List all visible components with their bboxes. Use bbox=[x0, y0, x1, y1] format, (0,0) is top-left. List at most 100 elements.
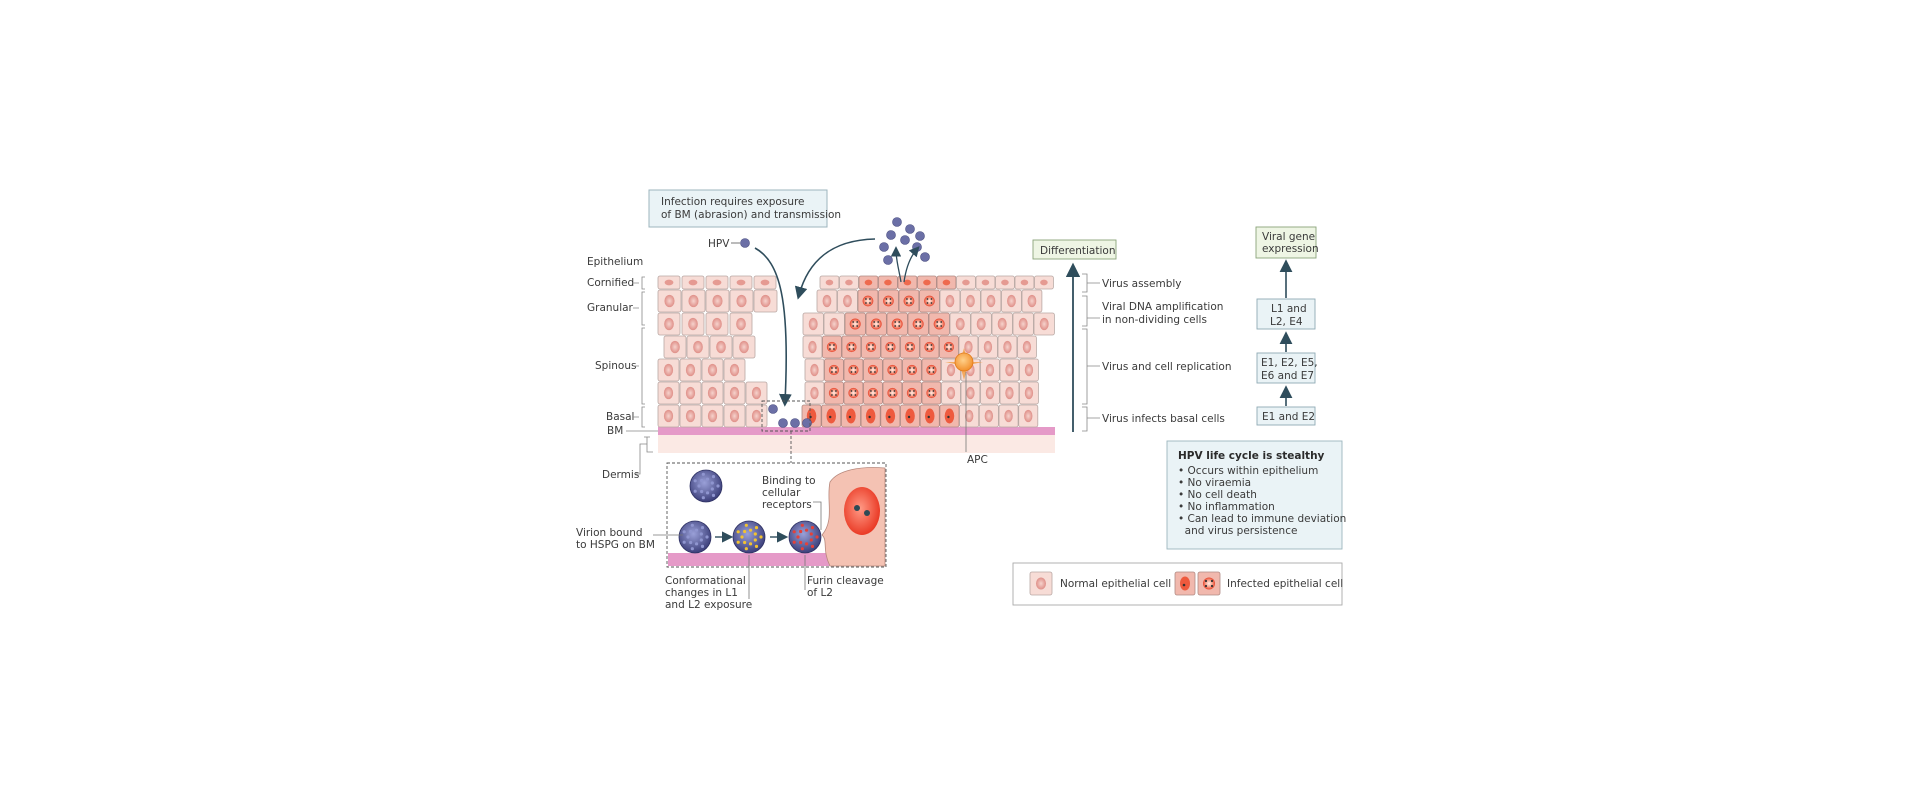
normal-cell bbox=[723, 404, 746, 428]
normal-cell bbox=[681, 289, 706, 313]
infection-note-line2: of BM (abrasion) and transmission bbox=[661, 209, 841, 221]
normal-cell bbox=[705, 275, 729, 290]
infected-basal-cell bbox=[919, 404, 940, 428]
hpv-entry-arrow bbox=[754, 247, 792, 407]
stealth-title: HPV life cycle is stealthy bbox=[1178, 450, 1325, 462]
normal-cell bbox=[753, 289, 778, 313]
virion-icon bbox=[900, 235, 910, 245]
stage-infects-basal: Virus infects basal cells bbox=[1102, 413, 1225, 425]
normal-cell bbox=[1021, 289, 1043, 313]
infected-cell bbox=[928, 312, 950, 336]
normal-cell bbox=[802, 335, 823, 359]
infected-cell bbox=[841, 335, 862, 359]
normal-cell bbox=[701, 358, 724, 382]
gene-box-initial: E1 and E2 bbox=[1256, 406, 1316, 426]
inset-conformational-line1: Conformational bbox=[665, 575, 746, 587]
normal-cell bbox=[978, 335, 998, 359]
normal-cell bbox=[657, 381, 680, 405]
release-arrow-right bbox=[903, 246, 920, 283]
infected-cell bbox=[878, 275, 898, 290]
normal-cell bbox=[705, 312, 729, 336]
cleaved-virion-icon bbox=[788, 520, 822, 554]
gene-box-initial-line1: E1 and E2 bbox=[1262, 411, 1315, 423]
infected-cell bbox=[863, 381, 883, 405]
virion-icon bbox=[879, 242, 889, 252]
free-virion-icon bbox=[689, 469, 723, 503]
normal-cell bbox=[679, 381, 702, 405]
inset-furin-line1: Furin cleavage bbox=[807, 575, 884, 587]
gene-box-late-line2: L2, E4 bbox=[1270, 316, 1303, 328]
infected-cell bbox=[898, 289, 920, 313]
dermis-band bbox=[658, 435, 1055, 453]
normal-cell bbox=[745, 404, 768, 428]
infected-cell bbox=[865, 312, 887, 336]
basement-membrane bbox=[658, 427, 1055, 435]
normal-cell bbox=[1034, 275, 1054, 290]
infected-basal-cell bbox=[860, 404, 881, 428]
infected-cell bbox=[900, 335, 920, 359]
infected-cell bbox=[921, 358, 942, 382]
differentiation-label: Differentiation bbox=[1040, 245, 1115, 257]
normal-cell bbox=[949, 312, 971, 336]
normal-cell bbox=[959, 404, 980, 428]
normal-cell bbox=[837, 289, 858, 313]
normal-cell bbox=[753, 275, 777, 290]
gene-box-early-line2: E6 and E7 bbox=[1261, 370, 1314, 382]
infected-cell bbox=[882, 358, 903, 382]
virion-icon bbox=[915, 231, 925, 241]
infected-cell bbox=[886, 312, 908, 336]
infected-cell bbox=[844, 312, 866, 336]
normal-cell bbox=[804, 358, 825, 382]
infected-cell bbox=[897, 275, 918, 290]
infected-cell bbox=[902, 381, 922, 405]
bound-virion-icon bbox=[678, 520, 712, 554]
normal-cell bbox=[980, 289, 1002, 313]
normal-cell bbox=[1001, 289, 1022, 313]
infected-cell bbox=[863, 358, 883, 382]
normal-cell bbox=[802, 312, 824, 336]
normal-cell bbox=[657, 404, 680, 428]
infected-cell bbox=[824, 358, 844, 382]
infected-cell bbox=[917, 275, 937, 290]
legend-infected-cell-icon-1 bbox=[1174, 571, 1196, 596]
infected-cell bbox=[921, 381, 942, 405]
hpv-label: HPV bbox=[708, 238, 730, 250]
stage-replication: Virus and cell replication bbox=[1102, 361, 1232, 373]
infected-cell bbox=[878, 289, 899, 313]
layer-epithelium-label: Epithelium bbox=[587, 256, 643, 268]
normal-cell bbox=[980, 381, 1000, 405]
normal-cell bbox=[729, 312, 753, 336]
host-nucleus bbox=[844, 487, 880, 535]
normal-cell bbox=[823, 312, 845, 336]
legend-infected-cell-icon-2 bbox=[1197, 571, 1221, 596]
normal-cell bbox=[723, 381, 746, 405]
hpv-virion-icon bbox=[740, 238, 750, 248]
normal-cell bbox=[729, 289, 754, 313]
layer-dermis-label: Dermis bbox=[602, 469, 639, 481]
layer-basal-label: Basal bbox=[606, 411, 634, 423]
normal-cell bbox=[960, 381, 981, 405]
inset-furin-line2: of L2 bbox=[807, 587, 833, 599]
gene-box-early: E1, E2, E5, E6 and E7 bbox=[1256, 352, 1318, 384]
normal-cell bbox=[978, 404, 999, 428]
infected-cell bbox=[880, 335, 901, 359]
stealth-bullet: • Occurs within epithelium bbox=[1178, 465, 1318, 477]
normal-cell bbox=[975, 275, 996, 290]
normal-cell bbox=[732, 335, 756, 359]
infected-cell bbox=[822, 335, 842, 359]
infected-cell bbox=[882, 381, 903, 405]
virion-icon bbox=[886, 230, 896, 240]
stage-brackets bbox=[1082, 273, 1100, 432]
normal-cell bbox=[980, 358, 1000, 382]
differentiation-box: Differentiation bbox=[1032, 239, 1117, 260]
virion-icon bbox=[920, 252, 930, 262]
normal-cell bbox=[723, 358, 746, 382]
infected-basal-cell bbox=[880, 404, 901, 428]
normal-cell bbox=[1033, 312, 1055, 336]
infected-cell bbox=[843, 358, 864, 382]
legend-infected-label: Infected epithelial cell bbox=[1227, 578, 1343, 590]
normal-cell bbox=[939, 289, 961, 313]
infected-cell bbox=[858, 275, 879, 290]
normal-cell bbox=[679, 404, 702, 428]
